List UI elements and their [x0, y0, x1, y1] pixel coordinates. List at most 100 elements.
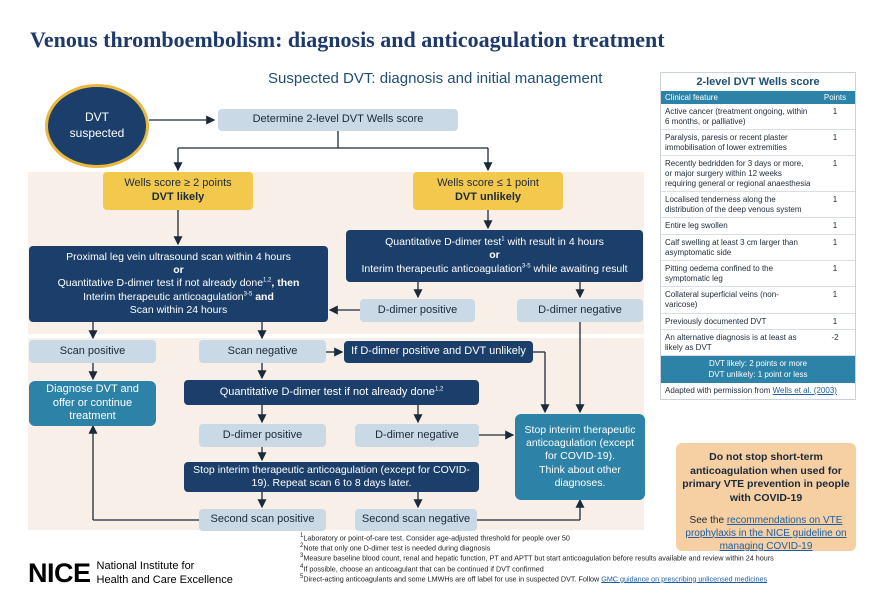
ddimer-positive-1-label: D-dimer positive [377, 303, 458, 316]
node-ddimer-negative-1: D-dimer negative [517, 299, 643, 322]
node-ddimer-negative-2: D-dimer negative [355, 424, 479, 447]
ddimer-negative-1-label: D-dimer negative [538, 303, 622, 316]
node-second-scan-negative: Second scan negative [355, 509, 477, 531]
wells-row-feature: Paralysis, paresis or recent plaster imm… [665, 133, 788, 152]
wells-table-header: Clinical feature Points [661, 91, 855, 104]
nice-logo-line2: Health and Care Excellence [96, 573, 233, 586]
footnote-5: 5Direct-acting anticoagulants and some L… [300, 573, 768, 584]
second-scan-positive-label: Second scan positive [210, 513, 315, 526]
ddimer-negative-2-label: D-dimer negative [375, 428, 459, 441]
node-dvt-suspected: DVT suspected [45, 84, 149, 168]
footnotes: 1Laboratory or point-of-care test. Consi… [300, 533, 774, 584]
node-dvt-unlikely: Wells score ≤ 1 point DVT unlikely [413, 172, 563, 210]
wells-row-feature: Entire leg swollen [665, 221, 728, 231]
scan-positive-label: Scan positive [59, 344, 126, 357]
covid-guideline-link[interactable]: recommendations on VTE prophylaxis in th… [685, 514, 847, 552]
node-if-ddimer-positive: If D-dimer positive and DVT unlikely [344, 341, 533, 363]
gmc-guidance-link[interactable]: GMC guidance on prescribing unlicensed m… [601, 574, 768, 584]
diagnose-dvt-label: Diagnose DVT and offer or continue treat… [46, 382, 139, 423]
wells-table-row: Previously documented DVT 1 [661, 314, 855, 331]
node-ddimer-positive-2: D-dimer positive [199, 424, 326, 447]
wells-row-feature: Active cancer (treatment ongoing, within… [665, 107, 808, 126]
unlikely-action-or: or [489, 249, 500, 262]
ddimer-positive-2-label: D-dimer positive [222, 428, 303, 441]
node-stop-interim-teal: Stop interim therapeutic anticoagulation… [515, 414, 645, 500]
wells-table-row: Collateral superficial veins (non-varico… [661, 287, 855, 314]
covid-callout-see: See the recommendations on VTE prophylax… [685, 514, 847, 552]
wells-row-feature: Pitting oedema confined to the symptomat… [665, 264, 774, 283]
wells-foot-unlikely: DVT unlikely: 1 point or less [708, 369, 808, 379]
wells-table-row: An alternative diagnosis is at least as … [661, 330, 855, 357]
wells-table-row: Recently bedridden for 3 days or more, o… [661, 156, 855, 193]
node-dvt-likely: Wells score ≥ 2 points DVT likely [103, 172, 253, 210]
wells-col-feature: Clinical feature [665, 93, 718, 102]
node-diagnose-dvt: Diagnose DVT and offer or continue treat… [29, 381, 156, 426]
wells-table-row: Localised tenderness along the distribut… [661, 192, 855, 219]
likely-action-line4: Interim therapeutic anticoagulation3-5 a… [83, 290, 274, 303]
node-scan-negative: Scan negative [199, 340, 326, 363]
if-ddimer-positive-label: If D-dimer positive and DVT unlikely [351, 345, 526, 358]
wells-row-feature: Localised tenderness along the distribut… [665, 195, 802, 214]
covid-callout-heading: Do not stop short-term anticoagulation w… [682, 451, 850, 504]
wells-col-points: Points [823, 93, 847, 102]
likely-action-line1: Proximal leg vein ultrasound scan within… [66, 251, 291, 264]
wells-table-row: Entire leg swollen 1 [661, 218, 855, 235]
wells-row-points: -2 [831, 333, 839, 343]
dvt-likely-line2: DVT likely [151, 191, 205, 203]
nice-logo-line1: National Institute for [96, 560, 195, 573]
second-scan-negative-label: Second scan negative [361, 513, 471, 526]
footnote-1: 1Laboratory or point-of-care test. Consi… [300, 533, 570, 543]
nice-logo-mark: NICE [28, 558, 91, 588]
likely-action-line5: Scan within 24 hours [129, 303, 228, 316]
wells-table-footer: DVT likely: 2 points or more DVT unlikel… [661, 356, 855, 384]
wells-row-points: 1 [832, 159, 838, 169]
wells-acknowledgement: Adapted with permission from Wells et al… [661, 383, 855, 399]
wells-row-feature: Recently bedridden for 3 days or more, o… [665, 159, 811, 188]
stop-interim-teal-label: Stop interim therapeutic anticoagulation… [524, 424, 636, 489]
page-title: Venous thromboembolism: diagnosis and an… [30, 27, 665, 52]
wells-row-points: 1 [832, 221, 838, 231]
node-quant-ddimer-2: Quantitative D-dimer test if not already… [184, 380, 479, 405]
wells-row-feature: Calf swelling at least 3 cm larger than … [665, 237, 798, 257]
flowchart-subtitle: Suspected DVT: diagnosis and initial man… [268, 70, 603, 87]
dvt-likely-line1: Wells score ≥ 2 points [124, 177, 232, 190]
wells-row-points: 1 [832, 133, 838, 143]
wells-table-body: Active cancer (treatment ongoing, within… [661, 104, 855, 357]
likely-action-line3: Quantitative D-dimer test if not already… [57, 277, 300, 290]
unlikely-action-line1: Quantitative D-dimer test1 with result i… [385, 236, 604, 249]
node-ddimer-positive-1: D-dimer positive [360, 299, 475, 322]
node-determine-wells-label: Determine 2-level DVT Wells score [252, 113, 424, 126]
node-unlikely-action: Quantitative D-dimer test1 with result i… [346, 230, 643, 282]
wells-row-points: 1 [832, 316, 838, 326]
wells-table-row: Active cancer (treatment ongoing, within… [661, 104, 855, 131]
wells-row-points: 1 [832, 264, 838, 274]
unlikely-action-line3: Interim therapeutic anticoagulation3-5 w… [361, 262, 628, 275]
footnote-2: 2Note that only one D-dimer test is need… [300, 543, 491, 553]
wells-reference-link[interactable]: Wells et al. (2003) [772, 386, 837, 396]
dvt-unlikely-line2: DVT unlikely [454, 191, 522, 203]
covid-callout: Do not stop short-term anticoagulation w… [676, 443, 856, 552]
wells-row-points: 1 [832, 107, 838, 116]
wells-table-title: 2-level DVT Wells score [696, 76, 820, 88]
wells-row-feature: An alternative diagnosis is at least as … [665, 333, 797, 352]
node-scan-positive: Scan positive [29, 340, 156, 363]
dvt-unlikely-line1: Wells score ≤ 1 point [437, 177, 539, 190]
nice-logo: NICE National Institute for Health and C… [28, 558, 233, 589]
footnote-4: 4If possible, choose an anticoagulant th… [300, 563, 544, 573]
wells-table-row: Calf swelling at least 3 cm larger than … [661, 235, 855, 262]
wells-row-feature: Collateral superficial veins (non-varico… [665, 290, 779, 309]
node-dvt-suspected-label: DVT suspected [69, 110, 125, 140]
likely-action-or: or [173, 264, 184, 277]
wells-foot-likely: DVT likely: 2 points or more [708, 359, 808, 369]
footnote-3: 3Measure baseline blood count, renal and… [300, 553, 774, 563]
scan-negative-label: Scan negative [227, 344, 298, 357]
wells-ack-text: Adapted with permission from [665, 386, 773, 396]
nice-logo-text: National Institute for Health and Care E… [97, 560, 233, 586]
quant-ddimer-2-label: Quantitative D-dimer test if not already… [219, 385, 444, 398]
stop-interim-repeat-label: Stop interim therapeutic anticoagulation… [193, 463, 470, 489]
wells-row-feature: Previously documented DVT [665, 316, 767, 326]
node-second-scan-positive: Second scan positive [199, 509, 326, 531]
node-likely-action: Proximal leg vein ultrasound scan within… [29, 246, 328, 322]
wells-row-points: 1 [832, 195, 838, 205]
